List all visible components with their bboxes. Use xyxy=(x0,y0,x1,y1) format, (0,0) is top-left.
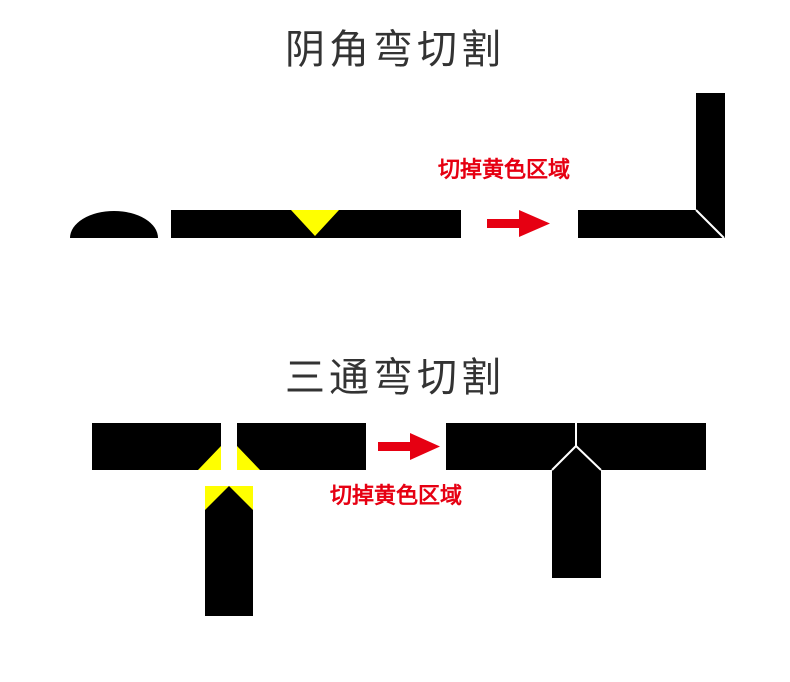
tee-left-strip xyxy=(92,423,221,470)
seam-line-left xyxy=(551,445,577,471)
inner-corner-result xyxy=(578,93,725,239)
red-arrow-icon xyxy=(487,210,550,237)
half-round-marker xyxy=(70,211,158,238)
tee-right-strip xyxy=(237,423,366,470)
note-cut-yellow-area-tee: 切掉黄色区域 xyxy=(330,484,463,509)
yellow-cut-area-branch-right xyxy=(229,486,253,510)
result-vertical-strip xyxy=(696,93,725,238)
tee-result xyxy=(446,423,706,578)
title-inner-corner-cut: 阴角弯切割 xyxy=(285,27,505,73)
note-cut-yellow-area-inner: 切掉黄色区域 xyxy=(438,158,571,183)
yellow-cut-area-right xyxy=(237,446,260,470)
yellow-v-cut-area xyxy=(291,210,339,236)
title-tee-cut: 三通弯切割 xyxy=(285,355,505,401)
seam-line-right xyxy=(575,445,602,471)
inner-corner-section xyxy=(70,93,725,239)
yellow-cut-area-left xyxy=(198,446,221,470)
result-branch-strip xyxy=(552,446,601,578)
red-arrow-icon xyxy=(378,433,440,460)
tee-vertical-strip xyxy=(205,486,253,616)
tee-section xyxy=(92,423,706,616)
miter-seam-line xyxy=(695,209,725,239)
yellow-cut-area-branch-left xyxy=(205,486,229,510)
